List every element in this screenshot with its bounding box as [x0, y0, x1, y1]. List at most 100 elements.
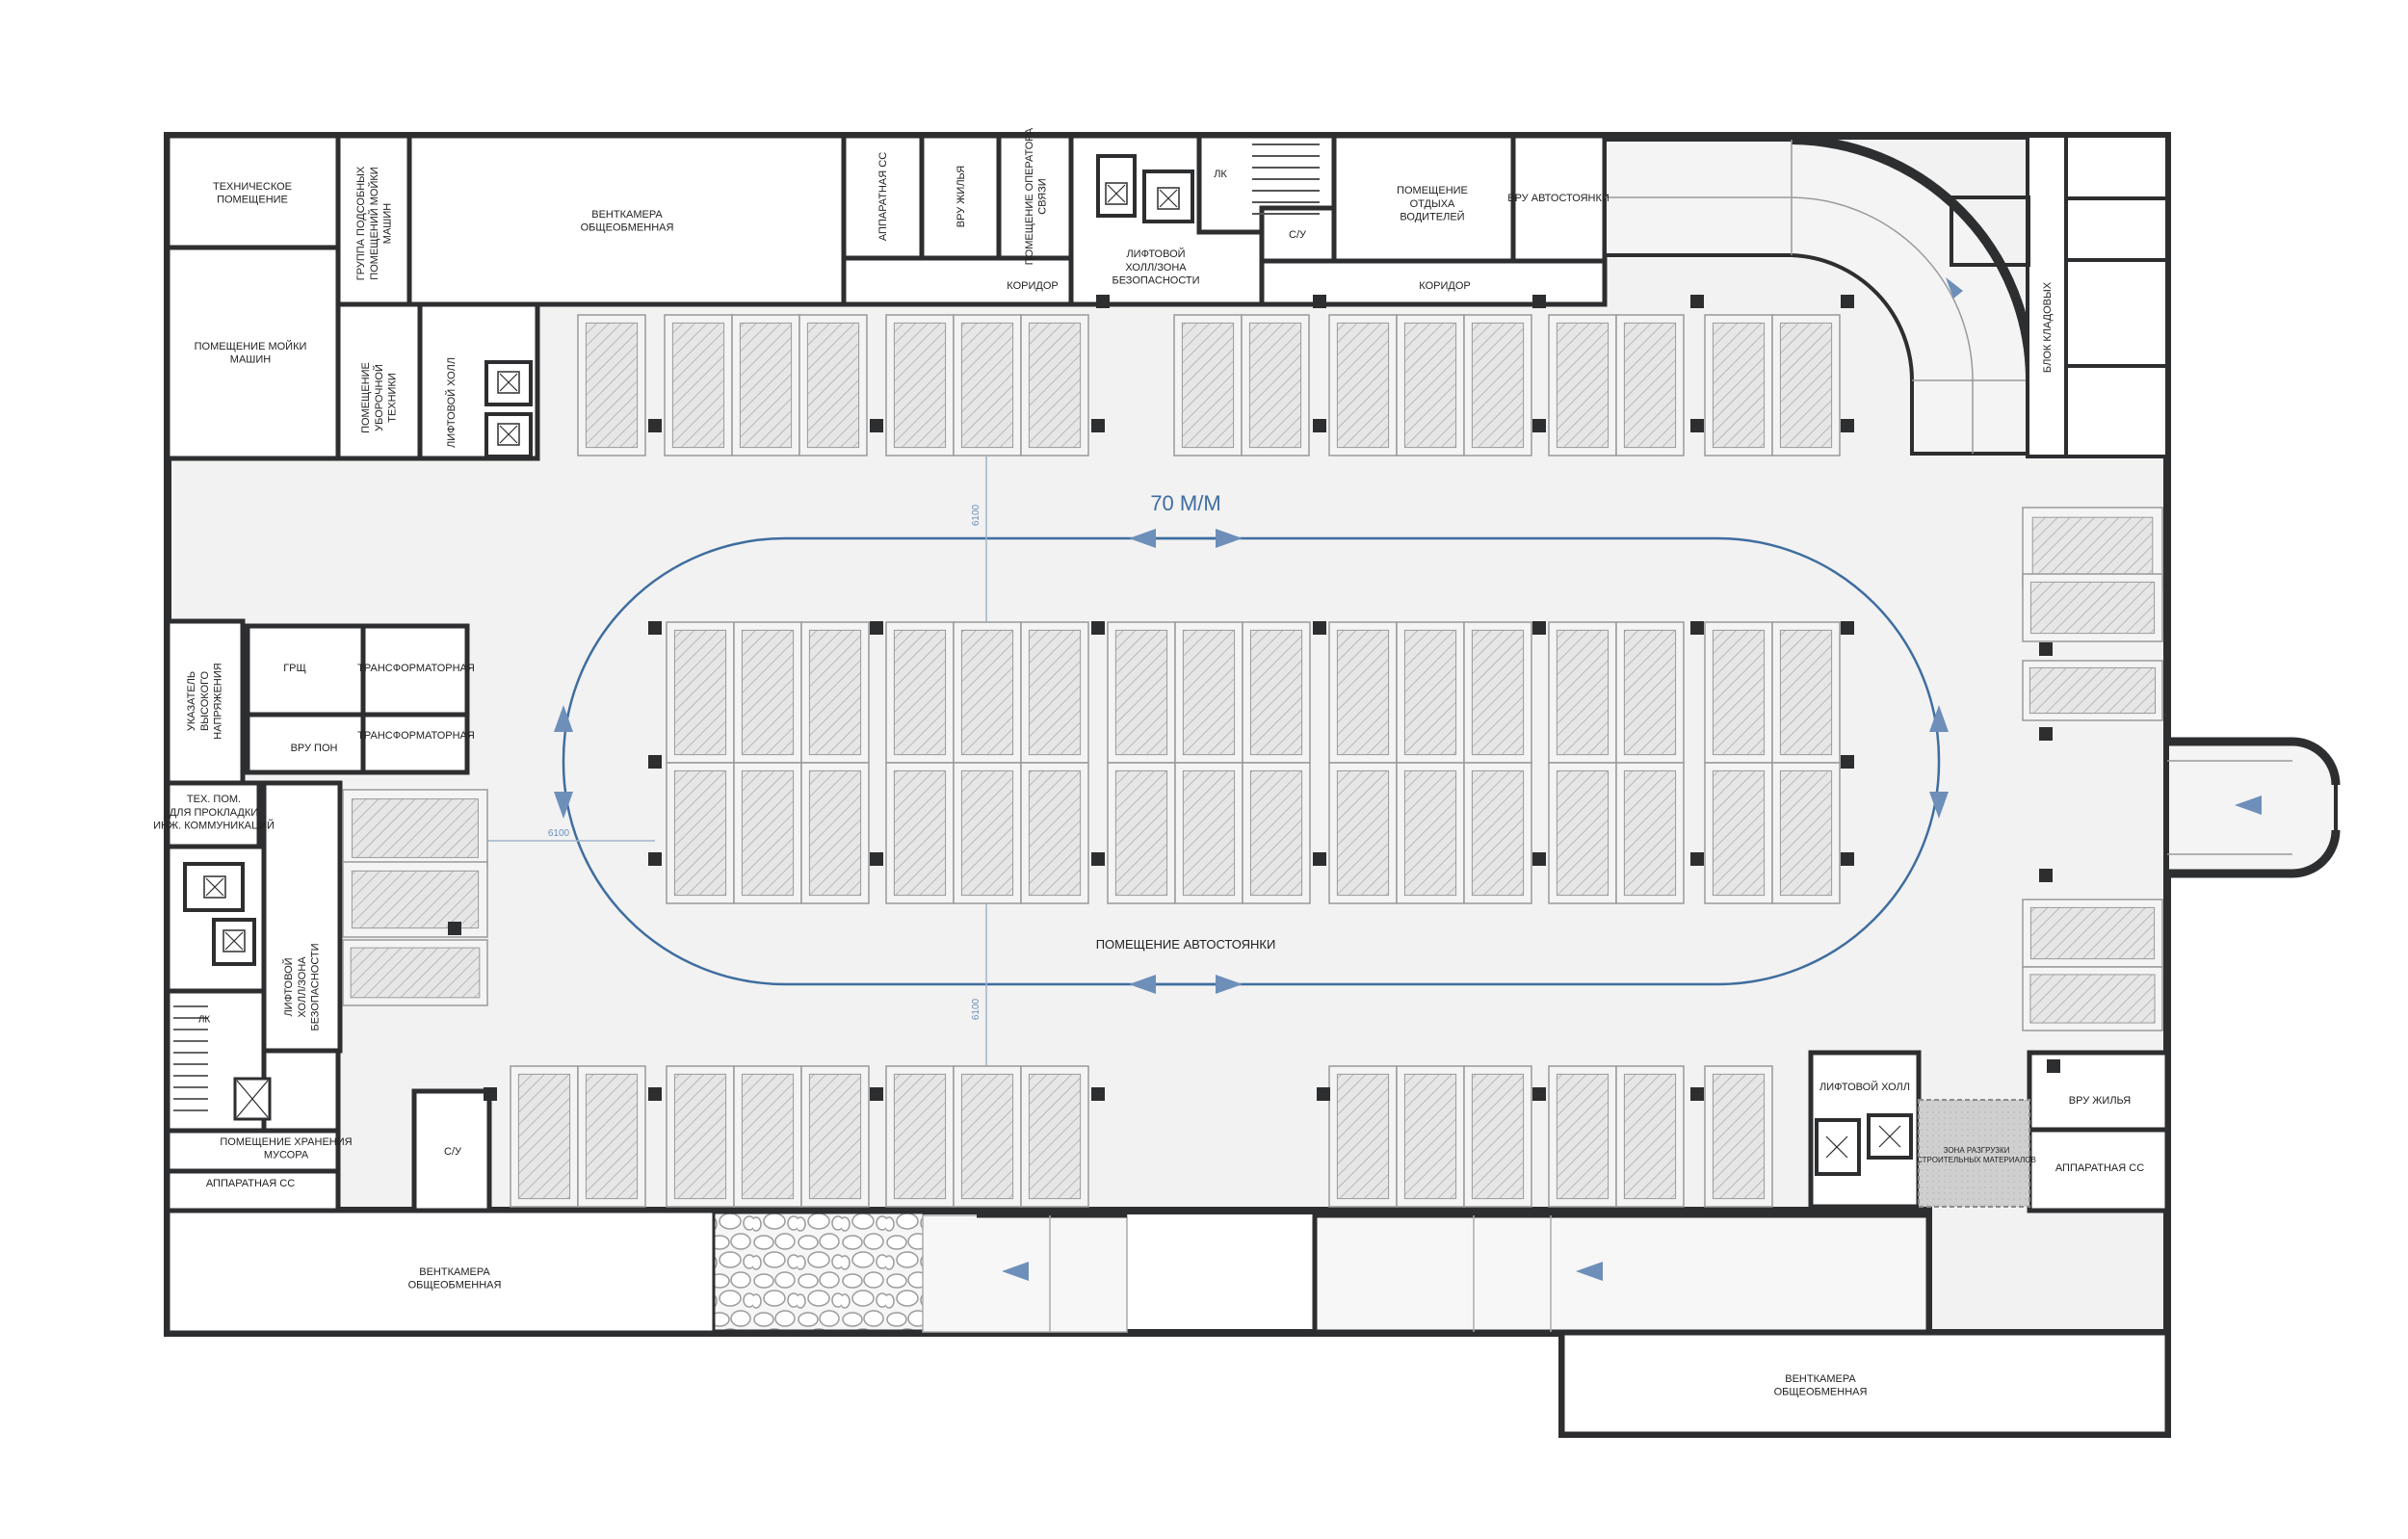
parking-space-icon [1396, 1065, 1465, 1208]
direction-arrow-icon [1929, 705, 1949, 732]
elevator-icon [1815, 1118, 1861, 1176]
column-icon [1091, 1087, 1105, 1101]
route-arrows [554, 529, 1949, 994]
elevators-left [183, 862, 272, 1121]
column-icon [1532, 419, 1546, 432]
column-icon [1690, 295, 1704, 308]
room-vent-bottom-left [165, 1208, 718, 1336]
storage-block [1950, 134, 2169, 458]
column-icon [1096, 295, 1110, 308]
parking-space-icon [1704, 762, 1773, 904]
column-icon [1690, 852, 1704, 866]
parking-space-icon [1463, 314, 1532, 456]
parking-space-icon [1020, 1065, 1089, 1208]
direction-arrow-icon [2235, 796, 2262, 815]
room-vent-top [406, 133, 847, 307]
parking-space-icon [953, 762, 1022, 904]
parking-space-icon [1615, 621, 1685, 764]
direction-arrow-icon [1946, 277, 1963, 299]
column-icon [448, 922, 461, 935]
parking-space-icon [1548, 1065, 1617, 1208]
direction-arrow-icon [1929, 792, 1949, 819]
ramp-bottom-right [1312, 1213, 1931, 1335]
parking-space-icon [1615, 762, 1685, 904]
column-icon [1313, 419, 1326, 432]
speed-label: 70 М/М [1150, 491, 1220, 515]
room-label: ВРУ ЖИЛЬЯ [955, 166, 967, 227]
parking-space-icon [2022, 966, 2163, 1031]
parking-space-icon [2022, 899, 2163, 968]
column-icon [648, 419, 662, 432]
parking-space-icon [953, 621, 1022, 764]
parking-space-icon [1328, 762, 1398, 904]
column-icon [648, 852, 662, 866]
room-vru-res-right [2027, 1050, 2170, 1133]
column-icon [1690, 419, 1704, 432]
parking-space-icon [1173, 314, 1243, 456]
parking-space-icon [577, 1065, 646, 1208]
room-label: БЛОК КЛАДОВЫХ [2042, 281, 2054, 373]
parking-space-icon [342, 789, 488, 868]
parking-space-icon [2022, 573, 2163, 642]
column-icon [1841, 621, 1854, 635]
elevator-icon [1142, 170, 1194, 223]
label-parking-room: ПОМЕЩЕНИЕ АВТОСТОЯНКИ [1096, 937, 1276, 952]
elevator-icon [1867, 1113, 1913, 1160]
parking-space-icon [1174, 621, 1243, 764]
parking-space-icon [733, 762, 802, 904]
column-icon [1091, 419, 1105, 432]
room-tech-utility [165, 780, 262, 849]
column-icon [1841, 295, 1854, 308]
room-label: АППАРАТНАЯ СС [877, 152, 889, 241]
column-icon [1313, 852, 1326, 866]
elevators-right [1815, 1113, 1913, 1176]
elevators-top [1096, 154, 1194, 223]
column-icon [1841, 755, 1854, 769]
dimension-label: 6100 [971, 998, 982, 1020]
column-icon [1532, 621, 1546, 635]
parking-space-icon [664, 314, 733, 456]
parking-space-icon [1615, 314, 1685, 456]
column-icon [1313, 295, 1326, 308]
parking-space-icon [800, 621, 870, 764]
dimension-lines [482, 456, 987, 1069]
parking-space-icon [1241, 314, 1310, 456]
parking-space-icon [1463, 762, 1532, 904]
parking-space-icon [885, 314, 955, 456]
direction-arrow-icon [1129, 975, 1156, 994]
parking-space-icon [1328, 314, 1398, 456]
dimension-label: 6100 [971, 504, 982, 526]
parking-space-icon [666, 1065, 735, 1208]
parking-space-icon [885, 1065, 955, 1208]
columns [448, 295, 2060, 1101]
column-icon [1690, 621, 1704, 635]
room-label: С/У [1289, 229, 1307, 241]
room-label: ТРАНСФОРМАТОРНАЯ [357, 663, 475, 674]
room-label: ЛИФТОВОЙ ХОЛЛ [1819, 1081, 1910, 1093]
parking-space-icon [1463, 621, 1532, 764]
parking-space-icon [1396, 621, 1465, 764]
parking-space-icon [1771, 762, 1841, 904]
parking-space-icon [800, 762, 870, 904]
room-hv-indicator [165, 618, 246, 786]
column-icon [1532, 852, 1546, 866]
parking-space-icon [1704, 621, 1773, 764]
room-label: АППАРАТНАЯ СС [206, 1178, 295, 1189]
parking-space-icon [1328, 621, 1398, 764]
column-icon [2047, 1059, 2060, 1073]
room-car-wash [165, 245, 341, 461]
parking-space-icon [1396, 314, 1465, 456]
room-cleaning [335, 301, 423, 461]
column-icon [1841, 852, 1854, 866]
room-vent-bottom-right [1559, 1330, 2170, 1437]
column-icon [1841, 419, 1854, 432]
column-icon [1091, 621, 1105, 635]
